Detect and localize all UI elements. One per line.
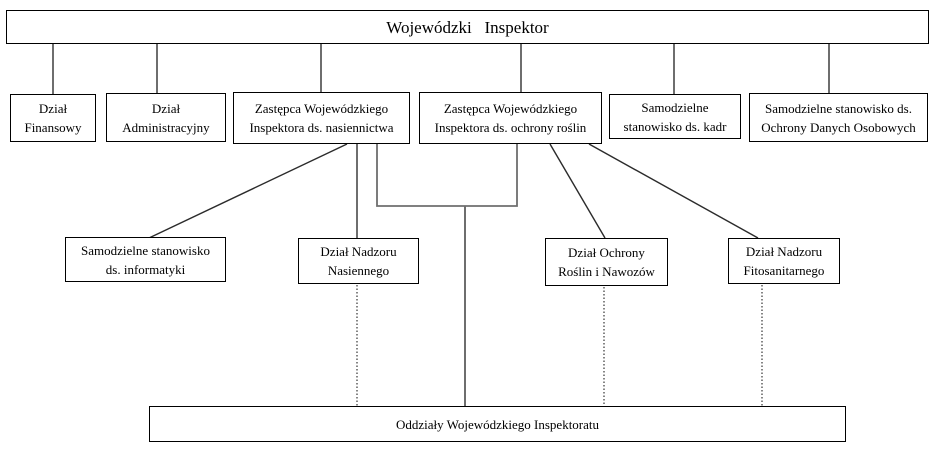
connector-ochrony-fitosanitarny <box>588 143 759 239</box>
org-box-dzial-nadzoru-fitosanitarnego-line1: Dział Nadzoru <box>745 244 823 259</box>
org-box-dzial-administracyjny: Dział Administracyjny <box>106 93 226 142</box>
org-box-dzial-nadzoru-fitosanitarnego-line2: Fitosanitarnego <box>743 263 825 278</box>
org-box-dzial-ochrony-roslin-nawozow-line1: Dział Ochrony <box>568 245 645 260</box>
org-box-dzial-ochrony-roslin-nawozow: Dział Ochrony Roślin i Nawozów <box>545 238 668 286</box>
org-box-zastepca-ochrony-roslin-line1: Zastępca Wojewódzkiego <box>443 101 578 116</box>
org-box-dzial-finansowy-line1: Dział <box>38 101 68 116</box>
org-box-wojewodzki-inspektor-label: Wojewódzki Inspektor <box>386 17 549 37</box>
org-box-stanowisko-kadr-line2: stanowisko ds. kadr <box>623 118 727 134</box>
org-box-zastepca-nasiennictwa-line2: Inspektora ds. nasiennictwa <box>249 120 394 135</box>
org-box-stanowisko-kadr-line1: Samodzielne <box>641 99 709 115</box>
connector-zastepcy-u-link <box>376 144 518 207</box>
org-box-dzial-ochrony-roslin-nawozow-line2: Roślin i Nawozów <box>558 264 655 279</box>
org-box-zastepca-ochrony-roslin: Zastępca Wojewódzkiego Inspektora ds. oc… <box>419 92 602 144</box>
org-box-ochrona-danych-osobowych: Samodzielne stanowisko ds. Ochrony Danyc… <box>749 93 928 142</box>
connector-nasiennictwa-informatyka <box>148 143 348 239</box>
org-box-dzial-nadzoru-fitosanitarnego: Dział Nadzoru Fitosanitarnego <box>728 238 840 284</box>
org-box-wojewodzki-inspektor: Wojewódzki Inspektor <box>6 10 929 44</box>
connector-ochrony-nawozy <box>549 143 606 239</box>
org-box-dzial-administracyjny-line2: Administracyjny <box>122 119 210 135</box>
org-box-zastepca-ochrony-roslin-line2: Inspektora ds. ochrony roślin <box>434 120 587 135</box>
org-box-stanowisko-informatyki-line1: Samodzielne stanowisko <box>81 242 210 258</box>
org-box-oddzialy-inspektoratu-label: Oddziały Wojewódzkiego Inspektoratu <box>395 416 600 432</box>
org-box-stanowisko-informatyki: Samodzielne stanowisko ds. informatyki <box>65 237 226 282</box>
org-box-zastepca-nasiennictwa: Zastępca Wojewódzkiego Inspektora ds. na… <box>233 92 410 144</box>
org-box-ochrona-danych-osobowych-line1: Samodzielne stanowisko ds. <box>765 100 912 116</box>
org-box-zastepca-nasiennictwa-line1: Zastępca Wojewódzkiego <box>254 101 389 116</box>
org-box-dzial-nadzoru-nasiennego-line2: Nasiennego <box>327 263 390 278</box>
org-box-dzial-finansowy-line2: Finansowy <box>24 120 82 135</box>
org-box-dzial-finansowy: Dział Finansowy <box>10 94 96 142</box>
org-box-dzial-nadzoru-nasiennego: Dział Nadzoru Nasiennego <box>298 238 419 284</box>
org-box-dzial-nadzoru-nasiennego-line1: Dział Nadzoru <box>320 244 397 259</box>
org-box-dzial-administracyjny-line1: Dział <box>151 100 181 116</box>
org-box-oddzialy-inspektoratu: Oddziały Wojewódzkiego Inspektoratu <box>149 406 846 442</box>
org-box-ochrona-danych-osobowych-line2: Ochrony Danych Osobowych <box>761 119 916 135</box>
org-box-stanowisko-informatyki-line2: ds. informatyki <box>105 261 186 277</box>
org-box-stanowisko-kadr: Samodzielne stanowisko ds. kadr <box>609 94 741 139</box>
